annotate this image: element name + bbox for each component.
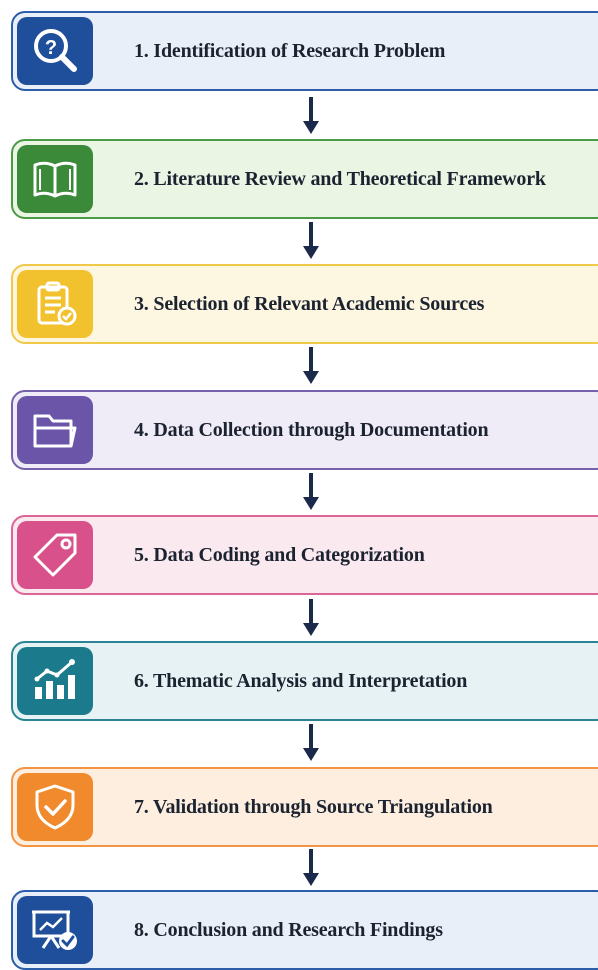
svg-text:?: ?	[45, 37, 57, 59]
step-7-icon-box	[17, 773, 93, 841]
folder-icon	[33, 414, 77, 448]
step-1: ? 1. Identification of Research Problem	[11, 11, 598, 91]
arrow-2	[301, 222, 321, 260]
step-5: 5. Data Coding and Categorization	[11, 515, 598, 595]
step-2-icon-box	[17, 145, 93, 213]
step-6: 6. Thematic Analysis and Interpretation	[11, 641, 598, 721]
step-5-label: 5. Data Coding and Categorization	[134, 543, 425, 566]
step-4-label: 4. Data Collection through Documentation	[134, 418, 489, 441]
arrow-4	[301, 473, 321, 511]
arrow-5	[301, 599, 321, 637]
clipboard-check-icon	[37, 281, 77, 326]
search-question-icon: ?	[34, 29, 77, 72]
growth-chart-icon	[34, 659, 75, 699]
step-2-label: 2. Literature Review and Theoretical Fra…	[134, 167, 546, 190]
step-1-icon-box: ?	[17, 17, 93, 85]
presentation-check-icon	[32, 910, 77, 950]
step-7-label: 7. Validation through Source Triangulati…	[134, 795, 493, 818]
arrow-6	[301, 724, 321, 762]
step-5-icon-box	[17, 521, 93, 589]
step-8-label: 8. Conclusion and Research Findings	[134, 918, 443, 941]
step-3-label: 3. Selection of Relevant Academic Source…	[134, 292, 485, 315]
tag-icon	[33, 533, 77, 577]
shield-check-icon	[35, 784, 75, 830]
step-8-icon-box	[17, 896, 93, 964]
step-6-icon-box	[17, 647, 93, 715]
step-6-label: 6. Thematic Analysis and Interpretation	[134, 669, 468, 692]
arrow-7	[301, 849, 321, 887]
open-book-icon	[33, 161, 77, 198]
step-1-label: 1. Identification of Research Problem	[134, 39, 446, 62]
step-7: 7. Validation through Source Triangulati…	[11, 767, 598, 847]
arrow-3	[301, 347, 321, 385]
step-3-icon-box	[17, 270, 93, 338]
step-2: 2. Literature Review and Theoretical Fra…	[11, 139, 598, 219]
step-4: 4. Data Collection through Documentation	[11, 390, 598, 470]
step-3: 3. Selection of Relevant Academic Source…	[11, 264, 598, 344]
arrow-1	[301, 97, 321, 135]
step-8: 8. Conclusion and Research Findings	[11, 890, 598, 970]
step-4-icon-box	[17, 396, 93, 464]
